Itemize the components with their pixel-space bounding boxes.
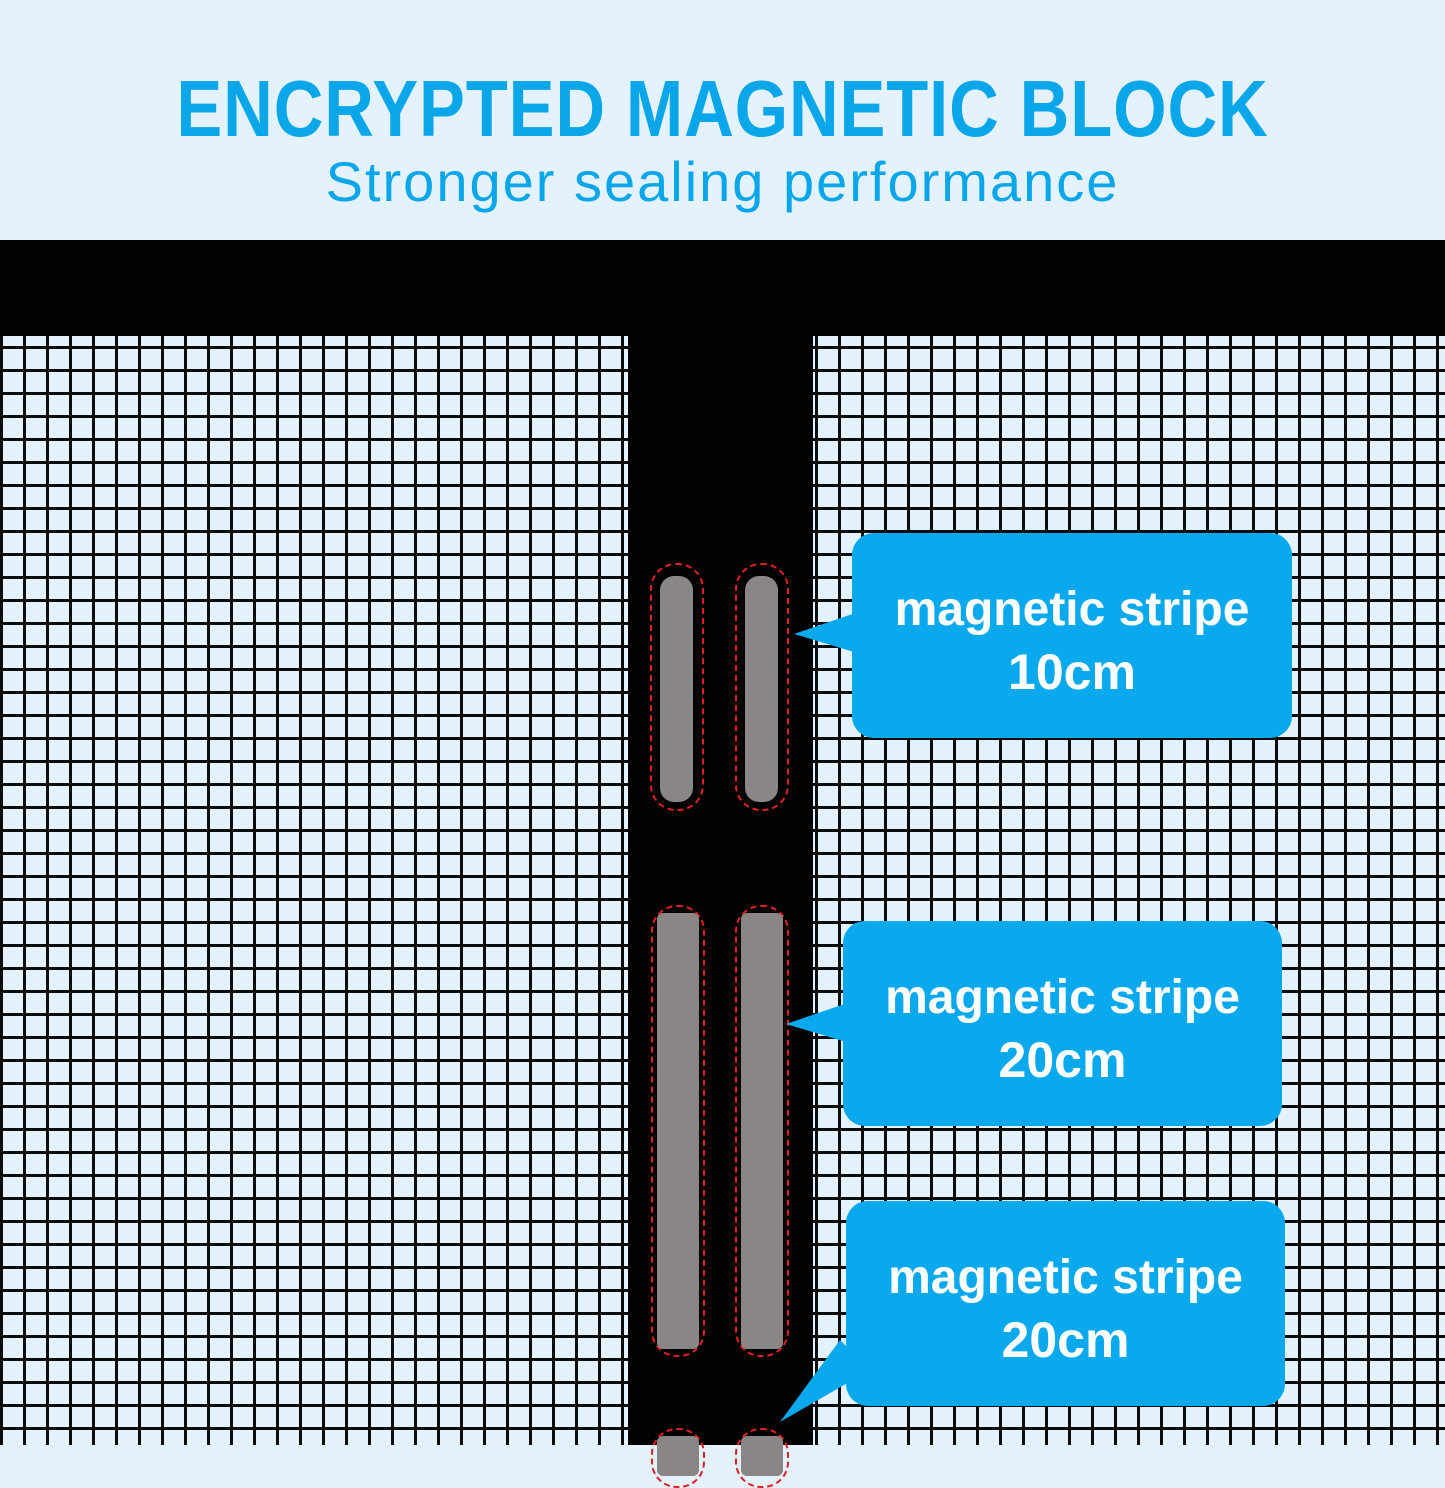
callout-pointer bbox=[794, 610, 864, 655]
callout-length: 10cm bbox=[1008, 644, 1136, 700]
callout-label: magnetic stripe bbox=[888, 1251, 1243, 1304]
callout-label: magnetic stripe bbox=[885, 971, 1240, 1024]
callout-label: magnetic stripe bbox=[894, 583, 1250, 636]
callout-20cm-upper: magnetic stripe 20cm bbox=[843, 921, 1282, 1126]
screen-top-frame bbox=[0, 240, 1445, 336]
callout-length: 20cm bbox=[998, 1032, 1127, 1088]
magnetic-stripe-20cm-right bbox=[741, 913, 783, 1349]
callout-20cm-lower: magnetic stripe 20cm bbox=[846, 1201, 1285, 1406]
mesh-panel-left bbox=[0, 336, 628, 1445]
page-title: ENCRYPTED MAGNETIC BLOCK bbox=[176, 64, 1269, 153]
callout-10cm: magnetic stripe 10cm bbox=[852, 533, 1292, 738]
stitch-outline bbox=[651, 905, 705, 1357]
page-subtitle: Stronger sealing performance bbox=[325, 150, 1120, 213]
magnetic-stripe-20cm-left bbox=[657, 913, 699, 1349]
magnetic-stripe-20cm-left-lower bbox=[657, 1436, 699, 1476]
magnetic-stripe-10cm-left bbox=[660, 576, 693, 802]
stitch-outline bbox=[735, 905, 789, 1357]
stitch-outline bbox=[735, 563, 789, 811]
stitch-outline bbox=[650, 563, 704, 811]
header-banner: ENCRYPTED MAGNETIC BLOCK Stronger sealin… bbox=[0, 0, 1445, 240]
magnetic-stripe-20cm-right-lower bbox=[741, 1436, 783, 1476]
magnetic-stripe-10cm-right bbox=[745, 576, 778, 802]
callout-pointer bbox=[786, 1000, 856, 1045]
callout-length: 20cm bbox=[1001, 1312, 1130, 1368]
